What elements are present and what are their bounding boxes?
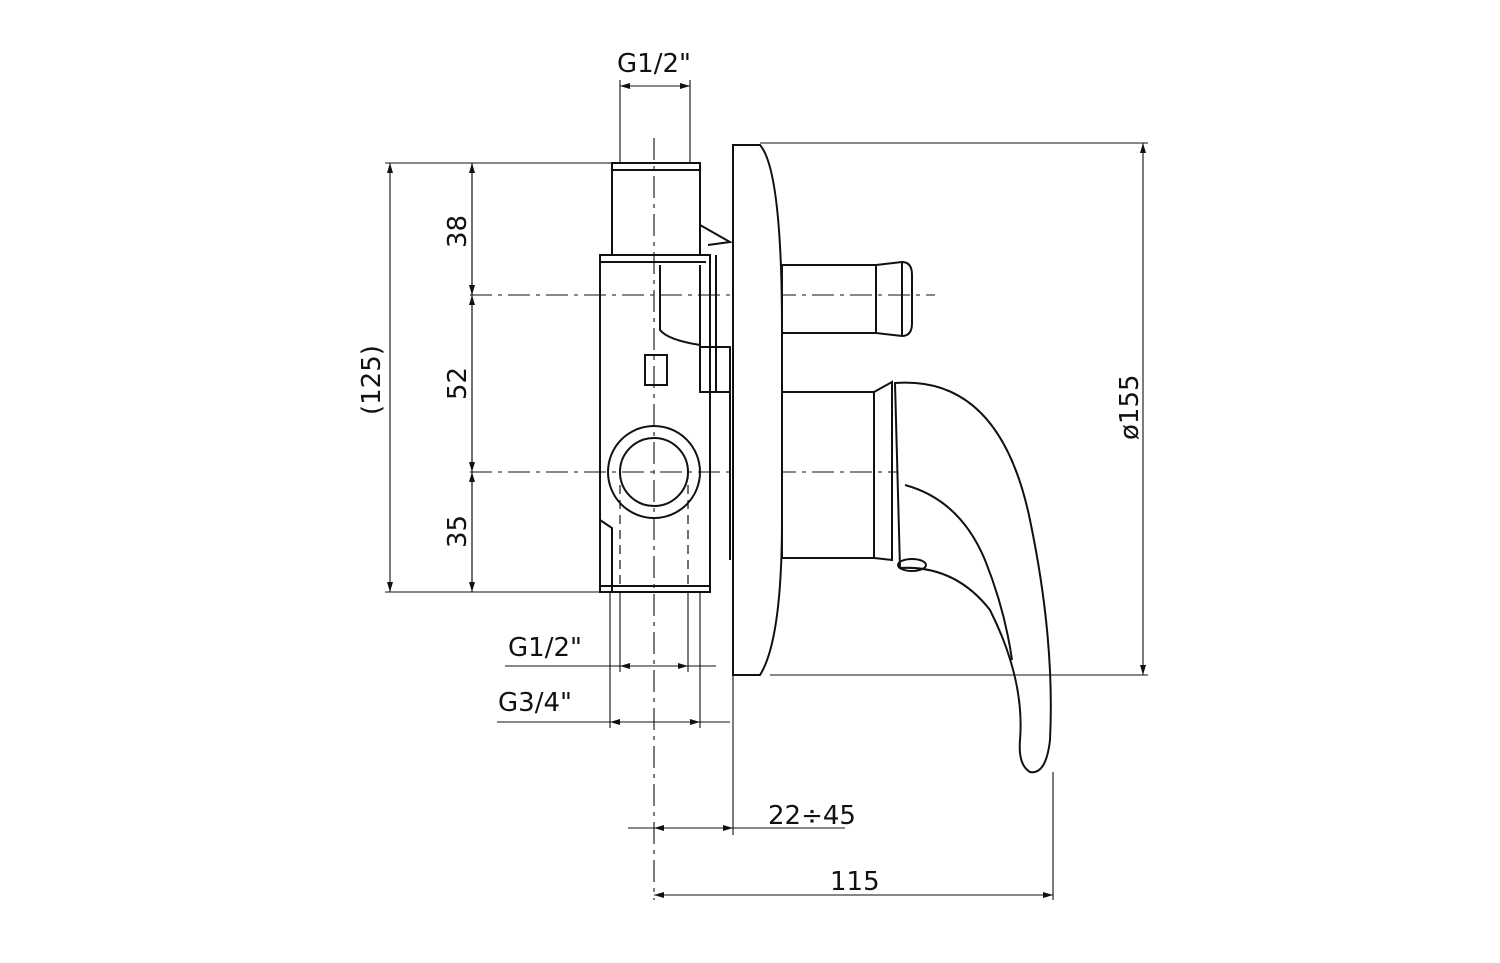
valve-body [599, 162, 734, 593]
dim-plate-diameter: ø155 [760, 142, 1148, 676]
middle-segment-label: 52 [443, 367, 473, 400]
bottom-inlet-small-label: G1/2" [508, 633, 582, 663]
upper-segment-label: 38 [443, 215, 473, 248]
dim-bottom-inlet-large: G3/4" [497, 592, 730, 728]
diverter-knob-cap [875, 260, 913, 338]
dim-top-inlet: G1/2" [617, 49, 691, 163]
dim-bottom-inlet-small: G1/2" [505, 592, 716, 672]
bottom-inlet-large-label: G3/4" [498, 688, 572, 718]
body-marker [644, 354, 668, 386]
main-box [599, 254, 711, 593]
plate-diameter-label: ø155 [1115, 374, 1145, 440]
top-inlet-label: G1/2" [617, 49, 691, 79]
bracket [699, 224, 734, 246]
handle-sleeve [781, 391, 875, 559]
dim-total-depth: 115 [654, 772, 1054, 900]
center-lines [470, 138, 935, 900]
cover-plate [732, 144, 783, 676]
body-notch [659, 265, 701, 347]
lever-handle [781, 380, 1052, 774]
overall-height-label: (125) [357, 345, 387, 415]
outlet-ring-outer [607, 425, 701, 519]
dim-segments: 38 52 35 [443, 163, 475, 592]
diverter-knob [781, 260, 913, 338]
lower-segment-label: 35 [443, 515, 473, 548]
wall-depth-label: 22÷45 [768, 801, 856, 831]
top-inlet-pipe [611, 162, 701, 256]
total-depth-label: 115 [830, 867, 880, 897]
handle-lever [893, 381, 1052, 774]
dim-wall-depth: 22÷45 [628, 675, 856, 835]
dim-overall-height: (125) [357, 162, 612, 593]
